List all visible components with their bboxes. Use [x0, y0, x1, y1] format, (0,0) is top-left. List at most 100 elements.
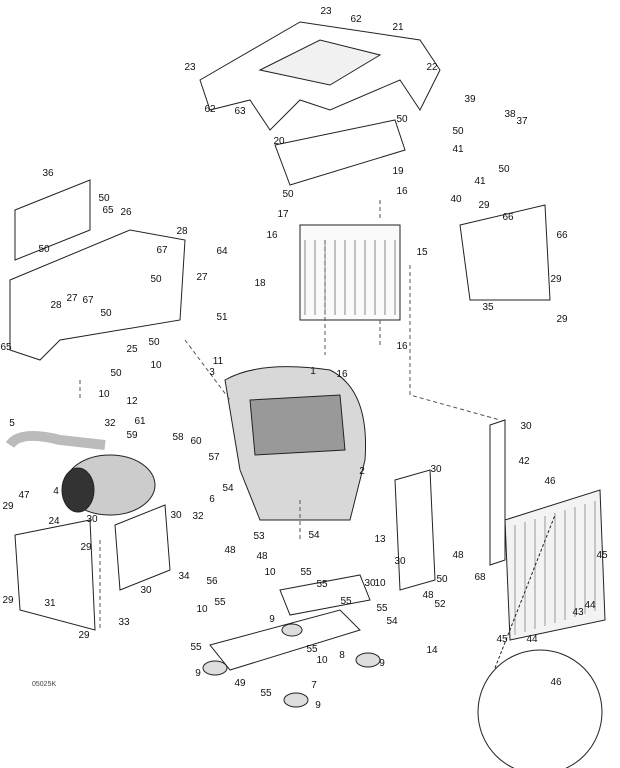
drawing-id: 05025K — [32, 681, 57, 688]
callout-label: 10 — [264, 567, 276, 578]
callout-label: 67 — [156, 245, 168, 256]
callout-label: 30 — [394, 556, 406, 567]
callout-label: 30 — [520, 421, 532, 432]
callout-label: 5 — [9, 418, 15, 429]
callout-label: 23 — [320, 6, 332, 17]
callout-label: 50 — [148, 337, 160, 348]
callout-label: 21 — [392, 22, 404, 33]
callout-label: 41 — [474, 176, 486, 187]
callout-label: 62 — [204, 104, 216, 115]
callout-label: 50 — [498, 164, 510, 175]
callout-label: 33 — [118, 617, 130, 628]
frame-upright — [489, 419, 506, 566]
callout-label: 37 — [516, 116, 528, 127]
callout-label: 62 — [350, 14, 362, 25]
callout-label: 30 — [140, 585, 152, 596]
frame-bracket — [394, 469, 436, 591]
callout-label: 9 — [379, 658, 385, 669]
callout-label: 29 — [80, 542, 92, 553]
callout-label: 55 — [300, 567, 312, 578]
callout-label: 29 — [2, 501, 14, 512]
callout-label: 9 — [269, 614, 275, 625]
callout-label: 12 — [126, 396, 138, 407]
callout-label: 45 — [596, 550, 608, 561]
callout-label: 66 — [502, 212, 514, 223]
callout-label: 10 — [196, 604, 208, 615]
bracket-34 — [114, 504, 171, 591]
callout-label: 47 — [18, 490, 30, 501]
callout-label: 11 — [212, 356, 224, 367]
callout-label: 1 — [310, 366, 316, 377]
callout-label: 27 — [66, 293, 78, 304]
callout-label: 48 — [452, 550, 464, 561]
callout-label: 63 — [234, 106, 246, 117]
callout-label: 65 — [0, 342, 12, 353]
callout-label: 10 — [150, 360, 162, 371]
callout-label: 30 — [86, 514, 98, 525]
callout-label: 23 — [184, 62, 196, 73]
callout-label: 50 — [110, 368, 122, 379]
callout-label: 55 — [214, 597, 226, 608]
callout-label: 19 — [392, 166, 404, 177]
left-shroud — [9, 229, 186, 361]
callout-label: 50 — [282, 189, 294, 200]
callout-label: 50 — [98, 193, 110, 204]
callout-label: 9 — [315, 700, 321, 711]
radiator — [299, 224, 401, 321]
callout-label: 8 — [339, 650, 345, 661]
callout-label: 30 — [170, 510, 182, 521]
callout-label: 55 — [190, 642, 202, 653]
callout-label: 60 — [190, 436, 202, 447]
callout-label: 46 — [544, 476, 556, 487]
callout-label: 18 — [254, 278, 266, 289]
callout-label: 22 — [426, 62, 438, 73]
callout-label: 14 — [426, 645, 438, 656]
callout-label: 65 — [102, 205, 114, 216]
callout-label: 38 — [504, 109, 516, 120]
callout-label: 32 — [104, 418, 116, 429]
callout-label: 9 — [195, 668, 201, 679]
callout-label: 7 — [311, 680, 317, 691]
callout-label: 43 — [572, 607, 584, 618]
callout-label: 48 — [224, 545, 236, 556]
callout-label: 52 — [434, 599, 446, 610]
callout-label: 4 — [53, 486, 59, 497]
callout-label: 50 — [100, 308, 112, 319]
callout-label: 20 — [273, 136, 285, 147]
callout-label: 68 — [474, 572, 486, 583]
callout-label: 31 — [44, 598, 56, 609]
callout-label: 45 — [496, 634, 508, 645]
callout-label: 48 — [256, 551, 268, 562]
callout-label: 10 — [98, 389, 110, 400]
callout-label: 54 — [222, 483, 234, 494]
callout-label: 13 — [374, 534, 386, 545]
callout-label: 30 — [364, 578, 376, 589]
callout-label: 55 — [316, 579, 328, 590]
callout-label: 35 — [482, 302, 494, 313]
callout-label: 24 — [48, 516, 60, 527]
callout-label: 44 — [526, 634, 538, 645]
callout-label: 36 — [42, 168, 54, 179]
callout-label: 26 — [120, 207, 132, 218]
callout-label: 50 — [38, 244, 50, 255]
callout-label: 29 — [478, 200, 490, 211]
callout-label: 29 — [78, 630, 90, 641]
callout-label: 6 — [209, 494, 215, 505]
callout-label: 44 — [584, 600, 596, 611]
callout-label: 48 — [422, 590, 434, 601]
callout-label: 66 — [556, 230, 568, 241]
intake-hose — [5, 431, 106, 450]
callout-label: 39 — [464, 94, 476, 105]
callout-label: 50 — [436, 574, 448, 585]
side-panel-right — [459, 204, 551, 301]
callout-label: 40 — [450, 194, 462, 205]
callout-label: 30 — [430, 464, 442, 475]
callout-label: 10 — [316, 655, 328, 666]
callout-label: 29 — [2, 595, 14, 606]
callout-label: 15 — [416, 247, 428, 258]
callout-label: 29 — [556, 314, 568, 325]
callout-label: 54 — [386, 616, 398, 627]
callout-label: 16 — [396, 341, 408, 352]
callout-label: 46 — [550, 677, 562, 688]
